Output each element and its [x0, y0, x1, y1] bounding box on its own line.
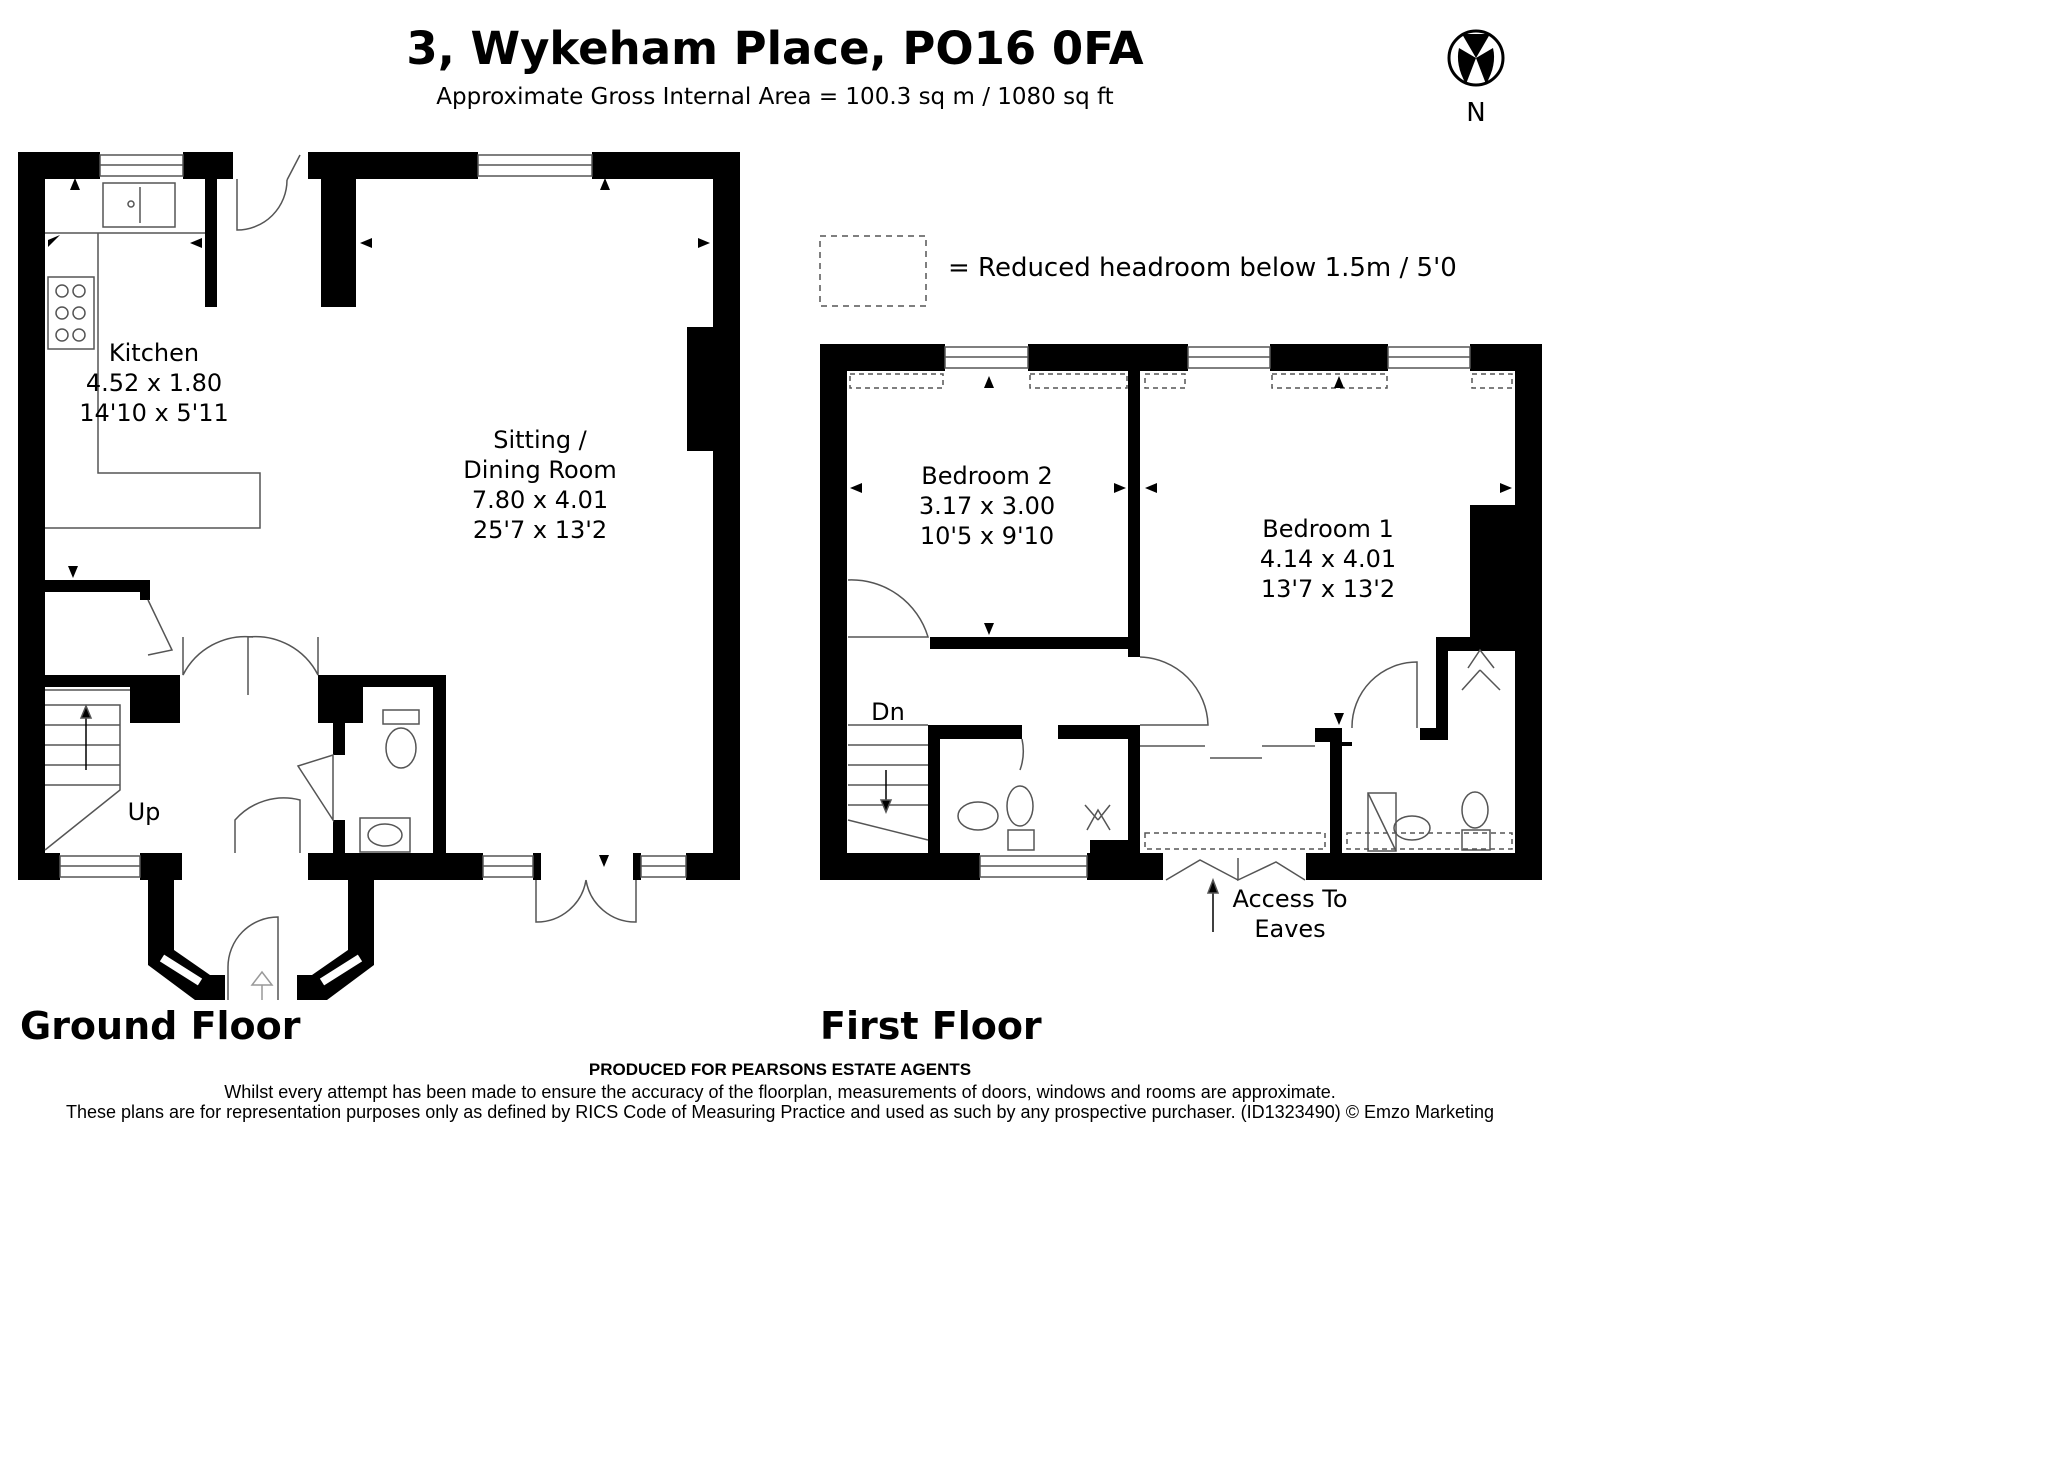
- kitchen-metric: 4.52 x 1.80: [86, 369, 222, 397]
- reduced-headroom-legend-box: [819, 235, 927, 307]
- ground-floor-markers: [48, 178, 710, 867]
- eaves-label-1: Access To: [1232, 885, 1347, 913]
- first-floor-room-labels: Bedroom 2 3.17 x 3.00 10'5 x 9'10 Bedroo…: [871, 462, 1396, 943]
- page-title: 3, Wykeham Place, PO16 0FA: [406, 22, 1144, 75]
- kitchen-imperial: 14'10 x 5'11: [79, 399, 229, 427]
- north-compass-icon: N: [1447, 29, 1505, 128]
- first-floor-label: First Floor: [820, 1004, 1042, 1048]
- bedroom-1-name: Bedroom 1: [1262, 515, 1393, 543]
- bedroom-2-metric: 3.17 x 3.00: [919, 492, 1055, 520]
- bedroom-2-imperial: 10'5 x 9'10: [920, 522, 1054, 550]
- footer-disclaimer-2: These plans are for representation purpo…: [65, 1102, 1495, 1122]
- footer-produced: PRODUCED FOR PEARSONS ESTATE AGENTS: [588, 1060, 972, 1079]
- bedroom-2-name: Bedroom 2: [921, 462, 1052, 490]
- first-floor-fixtures: [847, 346, 1513, 932]
- stairs-down-label: Dn: [871, 698, 905, 726]
- north-label: N: [1466, 98, 1485, 128]
- sitting-room-name-1: Sitting /: [493, 426, 587, 454]
- eaves-label-2: Eaves: [1254, 915, 1325, 943]
- stairs-up-label: Up: [128, 798, 161, 826]
- sitting-room-metric: 7.80 x 4.01: [472, 486, 608, 514]
- footer-disclaimer-1: Whilst every attempt has been made to en…: [224, 1082, 1336, 1102]
- kitchen-name: Kitchen: [109, 339, 199, 367]
- ground-floor-label: Ground Floor: [20, 1004, 301, 1048]
- ground-floor-room-labels: Kitchen 4.52 x 1.80 14'10 x 5'11 Sitting…: [79, 339, 617, 826]
- bedroom-1-metric: 4.14 x 4.01: [1260, 545, 1396, 573]
- legend-text: = Reduced headroom below 1.5m / 5'0: [948, 253, 1457, 283]
- gross-area: Approximate Gross Internal Area = 100.3 …: [436, 84, 1114, 110]
- sitting-room-imperial: 25'7 x 13'2: [473, 516, 607, 544]
- first-floor-markers: [850, 376, 1512, 725]
- ground-floor-fixtures: [44, 154, 687, 1000]
- bedroom-1-imperial: 13'7 x 13'2: [1261, 575, 1395, 603]
- first-floor-plan: [820, 344, 1542, 880]
- sitting-room-name-2: Dining Room: [463, 456, 616, 484]
